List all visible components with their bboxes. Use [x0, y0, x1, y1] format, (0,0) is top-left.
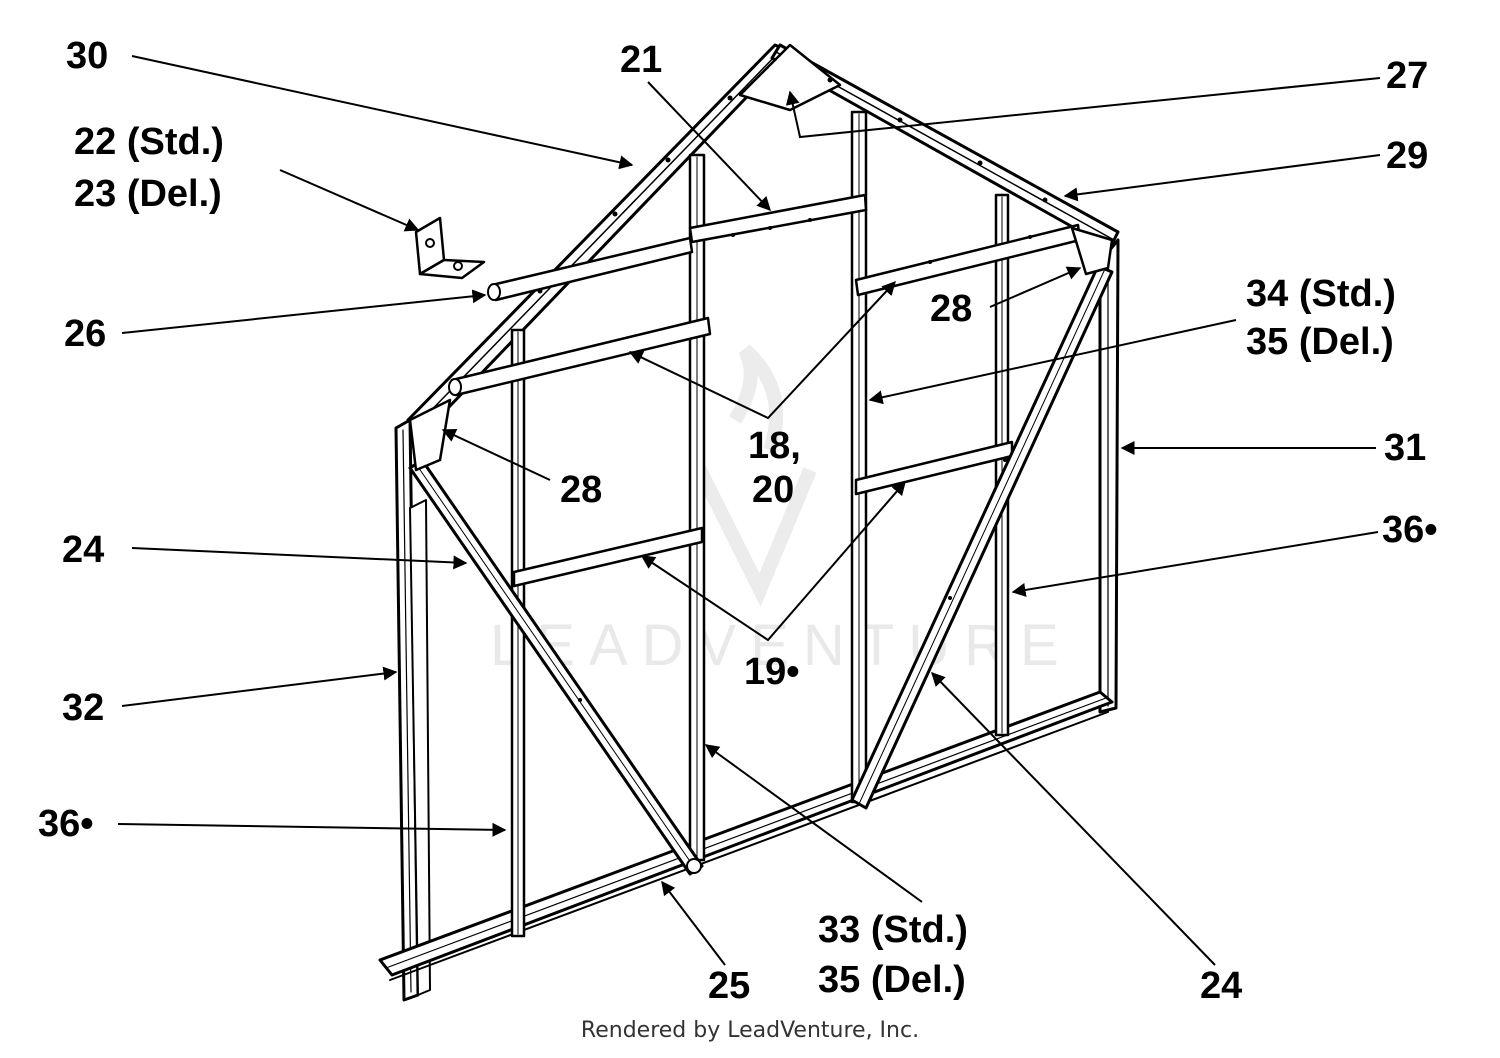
gusset-right	[1070, 226, 1114, 276]
callout-34-std: 34 (Std.)	[1246, 273, 1396, 315]
callout-18: 18,	[748, 425, 801, 467]
callout-21: 21	[620, 39, 663, 81]
callout-31: 31	[1384, 427, 1427, 469]
corner-post-right	[1098, 238, 1120, 714]
callout-25: 25	[708, 965, 751, 1007]
gusset-left	[408, 398, 452, 472]
callout-28-upper: 28	[930, 288, 973, 330]
callout-26: 26	[64, 313, 107, 355]
watermark-text: LEADVENTURE	[490, 613, 1073, 678]
callout-28-lower: 28	[560, 469, 603, 511]
callout-24-right: 24	[1200, 965, 1243, 1007]
callout-35-del-lower: 35 (Del.)	[818, 959, 966, 1001]
loose-bracket	[414, 216, 486, 280]
callout-22-std: 22 (Std.)	[74, 121, 224, 163]
callout-36-right: 36•	[1382, 509, 1438, 551]
callout-33-std: 33 (Std.)	[818, 909, 968, 951]
roof-rafter-left	[406, 43, 792, 435]
apex-bracket	[738, 43, 842, 112]
callout-27: 27	[1386, 55, 1429, 97]
fastener-holes	[537, 77, 1048, 702]
callout-23-del: 23 (Del.)	[74, 173, 222, 215]
footer-credit: Rendered by LeadVenture, Inc.	[580, 1018, 920, 1043]
ridge-rail-26	[487, 236, 694, 302]
callout-19: 19•	[744, 651, 800, 693]
callout-29: 29	[1386, 135, 1429, 177]
leader-lines	[117, 55, 1381, 966]
callout-24-left: 24	[62, 529, 105, 571]
callout-35-del-upper: 35 (Del.)	[1246, 321, 1394, 363]
callout-36-left: 36•	[38, 803, 94, 845]
callout-20: 20	[752, 469, 795, 511]
diagonal-brace-left	[408, 458, 704, 876]
stud-3	[850, 110, 868, 804]
corner-post-left	[394, 418, 431, 1002]
callout-32: 32	[62, 687, 105, 729]
stud-2	[688, 153, 706, 862]
callout-30: 30	[66, 35, 109, 77]
diagonal-brace-right	[850, 264, 1114, 810]
cross-rail-right-lower	[854, 440, 1014, 496]
upper-rail-21	[688, 193, 868, 244]
